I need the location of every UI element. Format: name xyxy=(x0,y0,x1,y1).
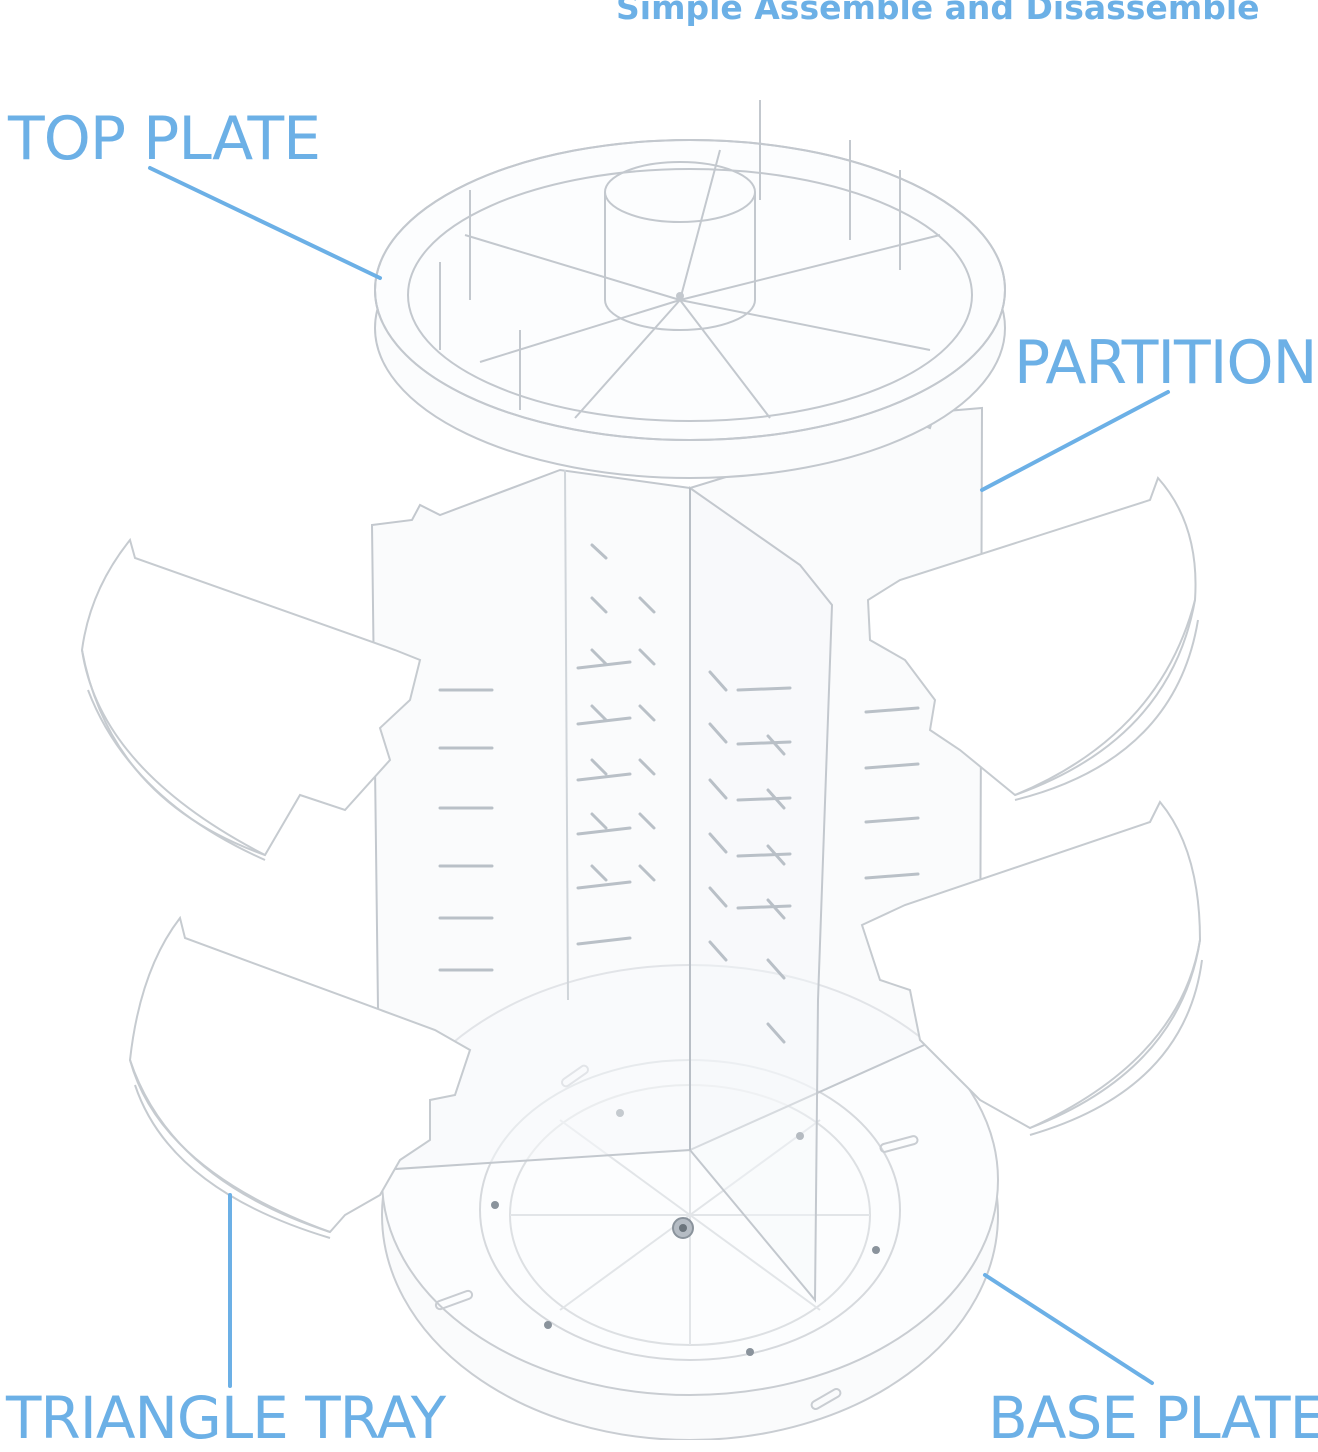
diagram-heading: Simple Assemble and Disassemble xyxy=(616,0,1260,27)
leader-lines xyxy=(148,166,1170,1388)
triangle-trays xyxy=(80,476,1203,1239)
label-partition: PARTITION xyxy=(1014,328,1318,398)
label-top-plate: TOP PLATE xyxy=(8,104,321,174)
partition-slots xyxy=(438,543,920,1044)
label-triangle-tray: TRIANGLE TRAY xyxy=(6,1384,446,1452)
label-base-plate: BASE PLATE xyxy=(988,1384,1318,1452)
leader-partition xyxy=(980,390,1170,492)
triangle-tray-lower-right xyxy=(860,800,1202,1130)
top-plate xyxy=(374,100,1006,479)
triangle-tray-upper-right xyxy=(866,476,1197,797)
leader-base-plate xyxy=(983,1273,1154,1385)
triangle-tray-upper-left xyxy=(80,537,422,857)
leader-top-plate xyxy=(148,166,382,280)
